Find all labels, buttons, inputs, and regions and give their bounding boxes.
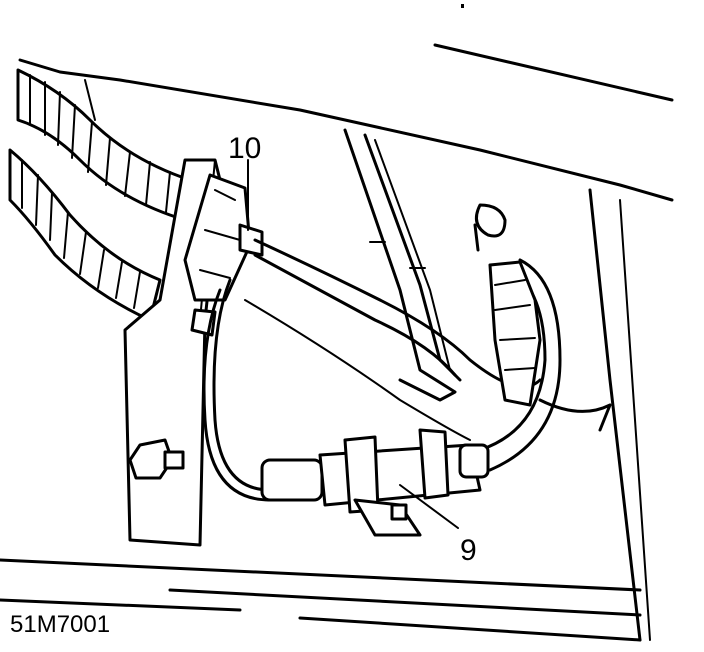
hose-clip bbox=[473, 203, 542, 407]
leader-lines bbox=[247, 159, 459, 529]
leader-9 bbox=[399, 484, 459, 529]
harness-connector bbox=[183, 173, 264, 337]
inline-filter bbox=[260, 428, 490, 537]
bolt-shank bbox=[163, 450, 185, 470]
callout-10: 10 bbox=[228, 132, 261, 165]
figure-reference: 51M7001 bbox=[10, 611, 110, 638]
bolt-head bbox=[128, 438, 174, 480]
callout-9: 9 bbox=[460, 534, 477, 567]
body-panel-lines bbox=[0, 43, 674, 642]
hoses bbox=[202, 238, 612, 502]
pipe-channel bbox=[343, 128, 462, 402]
corner-mark bbox=[461, 4, 464, 8]
